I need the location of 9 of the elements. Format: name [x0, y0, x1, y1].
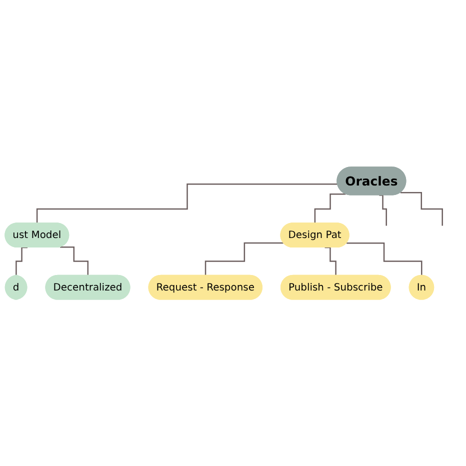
- connector: [204, 242, 284, 276]
- connector: [346, 242, 422, 276]
- connector: [16, 246, 28, 276]
- connector: [60, 246, 89, 276]
- connector: [324, 246, 337, 276]
- connector: [379, 194, 387, 226]
- connector: [314, 193, 346, 224]
- connector: [400, 192, 443, 226]
- connector: [36, 183, 338, 224]
